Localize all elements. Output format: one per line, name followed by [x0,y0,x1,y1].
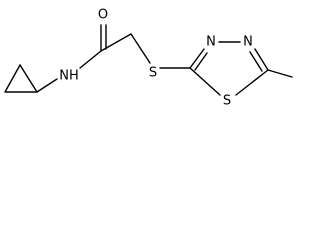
thioether-sulfur-label: S [149,66,157,81]
bond-c2-n3-a [189,48,205,69]
bond-cp-c [19,64,38,93]
cyclopropyl-ring [4,64,38,93]
bond-n4-c5-b [249,51,263,72]
structure-diagram: NH O S [0,0,296,124]
carbonyl-double-bond [100,24,107,52]
molecule-drawing: NH O S [4,8,293,109]
bond-carbonyl-to-ch2 [100,33,132,52]
bond-cp-to-nh [36,78,58,93]
ring-nitrogen-label-1: N [206,35,216,50]
bond-nh-to-carbonyl [79,50,102,69]
ring-nitrogen-label-2: N [243,35,253,50]
ring-sulfur-label: S [223,94,231,109]
thiadiazole-ring [189,41,269,96]
bond-s1-c2 [189,67,221,96]
bond-n4-c5-a [254,48,269,71]
amide-nitrogen-label: NH [59,69,79,84]
bond-ch2-to-s [130,33,151,64]
oxygen-label: O [98,8,108,23]
bond-c2-n3-b [194,52,208,71]
bond-cp-a [4,64,21,93]
bond-c5-s1 [235,69,269,96]
bond-methyl [267,69,293,78]
